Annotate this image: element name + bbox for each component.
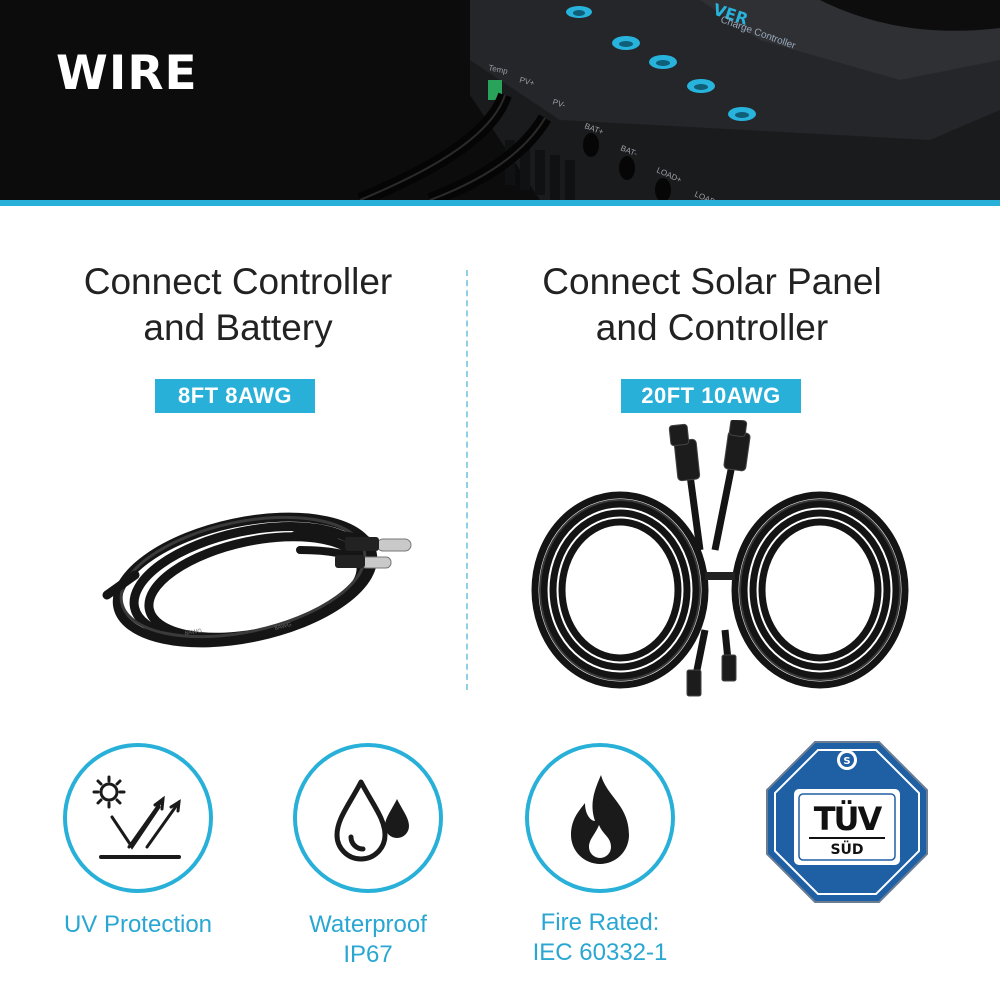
svg-text:S: S [843, 756, 850, 767]
uv-label-line1: UV Protection [63, 911, 213, 938]
right-section-title: Connect Solar Panel and Controller [492, 259, 932, 351]
right-title-line1: Connect Solar Panel [542, 261, 882, 302]
svg-text:PV+: PV+ [518, 75, 535, 88]
waterproof-feature-badge [293, 743, 443, 893]
waterproof-label-line2: IP67 [343, 941, 393, 968]
water-drop-icon [334, 779, 409, 862]
svg-text:TÜV: TÜV [814, 800, 883, 838]
svg-text:8AWG: 8AWG [184, 629, 202, 637]
battery-cable-icon: 8AWG 8AWG [102, 512, 412, 648]
svg-text:8AWG: 8AWG [274, 622, 293, 632]
uv-protection-label: UV Protection [23, 910, 253, 940]
right-spec-badge: 20FT 10AWG [621, 379, 801, 413]
fire-rated-feature-badge [525, 743, 675, 893]
fire-label-line2: IEC 60332-1 [532, 939, 668, 966]
header-banner: VER Charge Controller Temp PV+ PV- BAT+ … [0, 0, 1000, 200]
solar-cable-icon [531, 420, 909, 697]
svg-text:SÜD: SÜD [830, 840, 863, 858]
flame-icon [571, 775, 629, 864]
uv-protection-icon [92, 775, 181, 859]
charge-controller-image: VER Charge Controller Temp PV+ PV- BAT+ … [357, 0, 1000, 200]
left-section-title: Connect Controller and Battery [18, 259, 458, 351]
svg-text:Temp: Temp [488, 63, 510, 76]
waterproof-label: Waterproof IP67 [253, 910, 483, 970]
fire-label-line1: Fire Rated: [540, 909, 660, 936]
column-divider [466, 270, 468, 690]
tuv-sud-icon: S TÜV SÜD [766, 741, 928, 903]
left-title-line1: Connect Controller [83, 261, 393, 302]
svg-text:PV-: PV- [551, 97, 566, 110]
uv-feature-badge [63, 743, 213, 893]
right-title-line2: and Controller [595, 307, 829, 348]
fire-rated-label: Fire Rated: IEC 60332-1 [485, 908, 715, 968]
svg-text:LOAD-: LOAD- [693, 190, 719, 200]
left-spec-badge: 8FT 8AWG [155, 379, 315, 413]
page-title: WIRE [56, 46, 198, 101]
waterproof-label-line1: Waterproof [309, 911, 427, 938]
left-title-line2: and Battery [143, 307, 333, 348]
accent-divider [0, 200, 1000, 206]
